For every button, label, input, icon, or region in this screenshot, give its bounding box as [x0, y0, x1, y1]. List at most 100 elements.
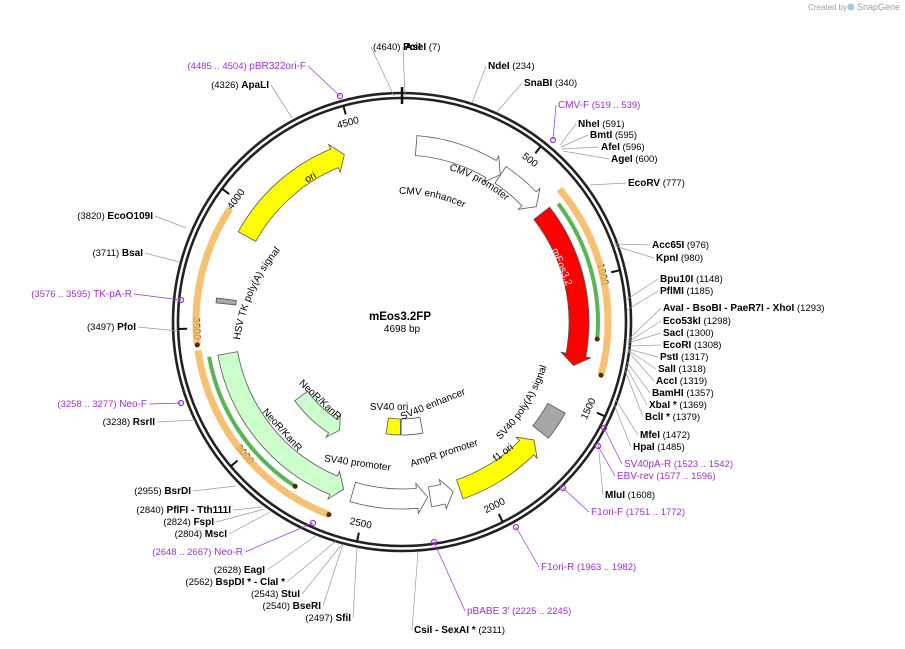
primer-pbabe-3[interactable]: pBABE 3' (2225 .. 2245) [467, 606, 571, 617]
primer-f1ori-f[interactable]: F1ori-F (1751 .. 1772) [591, 507, 685, 518]
primer-cmv-f[interactable]: CMV-F (519 .. 539) [558, 100, 640, 111]
primer-neo-r[interactable]: (2648 .. 2667) Neo-R [152, 547, 243, 558]
site-psti[interactable]: PstI (1317) [660, 352, 708, 363]
site-hpai[interactable]: HpaI (1485) [633, 442, 685, 453]
site-bcli[interactable]: BclI * (1379) [645, 412, 700, 423]
site-asei[interactable]: AseI (7) [405, 42, 440, 53]
site-stui[interactable]: (2543) StuI [251, 589, 300, 600]
primer-leader-line [603, 427, 623, 465]
primer-marker-icon [430, 538, 438, 546]
primer-tk-pa-r[interactable]: (3576 .. 3595) TK-pA-R [31, 289, 132, 300]
primer-f1ori-r[interactable]: F1ori-R (1963 .. 1982) [541, 562, 636, 573]
feature-neor-kanr[interactable] [294, 390, 341, 439]
site-bamhi[interactable]: BamHI (1357) [652, 388, 714, 399]
site-kpni[interactable]: KpnI (980) [656, 253, 703, 264]
site-label-part: PstI [660, 352, 679, 363]
feature-meos3-2[interactable] [533, 206, 592, 366]
feature-cmv-promoter[interactable] [494, 166, 541, 210]
site-bpu10i[interactable]: Bpu10I (1148) [660, 274, 723, 285]
primer-label-part: Neo-F [119, 399, 147, 410]
orf-arrow-icon [598, 372, 604, 378]
feature-ampr-promoter[interactable] [428, 478, 454, 511]
site-label-part: PflFI - Tth111I [167, 505, 232, 516]
site-label-part: BseRI [293, 601, 322, 612]
site-eco53ki[interactable]: Eco53kI (1298) [663, 316, 731, 327]
site-label-part: (4640) [373, 42, 403, 53]
site-ecoo109i[interactable]: (3820) EcoO109I [77, 211, 153, 222]
site-label-part: KpnI [656, 253, 678, 264]
primer-neo-f[interactable]: (3258 .. 3277) Neo-F [57, 399, 147, 410]
site-bspdi-clai[interactable]: (2562) BspDI * - ClaI * [185, 577, 285, 588]
leader-line [156, 419, 196, 423]
leader-line [232, 506, 263, 511]
feature-sv40-enhancer[interactable] [400, 416, 424, 436]
primer-pbr322ori-f[interactable]: (4485 .. 4504) pBR322ori-F [188, 61, 307, 72]
site-xbai[interactable]: XbaI * (1369) [649, 400, 707, 411]
feature-neor-kanr[interactable] [217, 351, 345, 501]
site-label-part: (1318) [676, 364, 706, 375]
site-bsai[interactable]: (3711) BsaI [92, 248, 143, 259]
credit-prefix: Created by [808, 3, 847, 12]
site-snabi[interactable]: SnaBI (340) [524, 78, 577, 89]
site-acci[interactable]: AccI (1319) [656, 376, 707, 387]
site-agei[interactable]: AgeI (600) [611, 154, 658, 165]
site-label-part: (2824) [163, 517, 193, 528]
feature-sv40-ori[interactable] [385, 417, 401, 436]
site-sali[interactable]: SalI (1318) [658, 364, 706, 375]
site-ecori[interactable]: EcoRI (1308) [663, 340, 721, 351]
site-label-part: (1319) [677, 376, 707, 387]
primer-label-part: (2648 .. 2667) [152, 547, 214, 558]
site-saci[interactable]: SacI (1300) [663, 328, 714, 339]
site-pcii[interactable]: (4640) PciI [373, 42, 421, 53]
site-label-part: (3238) [103, 417, 133, 428]
site-label-part: BclI * [645, 412, 670, 423]
primer-marker-icon [600, 424, 608, 432]
site-label-part: (1369) [677, 400, 707, 411]
site-nhei[interactable]: NheI (591) [578, 119, 625, 130]
leader-line [627, 344, 662, 347]
feature-sv40-promoter[interactable] [349, 481, 429, 515]
feature-hsv-tk-poly-a-signal[interactable] [215, 297, 237, 306]
leader-line [411, 551, 419, 631]
site-acc65i[interactable]: Acc65I (976) [652, 240, 709, 251]
site-pflfi-tth111i[interactable]: (2840) PflFI - Tth111I [136, 505, 231, 516]
site-bmti[interactable]: BmtI (595) [590, 130, 637, 141]
tick-label: 2500 [349, 516, 373, 531]
site-mfei[interactable]: MfeI (1472) [640, 430, 690, 441]
feature-ori[interactable] [237, 143, 345, 242]
feature-label-text: HSV TK poly(A) signal [232, 245, 283, 340]
site-pfoi[interactable]: (3497) PfoI [87, 322, 136, 333]
site-fspi[interactable]: (2824) FspI [163, 517, 214, 528]
site-rsrii[interactable]: (3238) RsrII [103, 417, 156, 428]
site-csii-sexai[interactable]: CsiI - SexAI * (2311) [414, 625, 505, 636]
site-mlui[interactable]: MluI (1608) [605, 490, 655, 501]
primer-leader-line [433, 541, 466, 612]
site-label-part: AgeI [611, 154, 633, 165]
site-afei[interactable]: AfeI (596) [601, 142, 645, 153]
feature-sv40-poly-a-signal[interactable] [532, 402, 566, 439]
site-apali[interactable]: (4326) ApaLI [211, 80, 269, 91]
leader-line [627, 320, 662, 343]
site-ecorv[interactable]: EcoRV (777) [628, 178, 685, 189]
site-avai-bsobi-paer7i-xhoi[interactable]: AvaI - BsoBI - PaeR7I - XhoI (1293) [663, 303, 824, 314]
site-bseri[interactable]: (2540) BseRI [263, 601, 322, 612]
site-ndei[interactable]: NdeI (234) [488, 61, 535, 72]
site-bsrdi[interactable]: (2955) BsrDI [134, 486, 191, 497]
primer-sv40pa-r[interactable]: SV40pA-R (1523 .. 1542) [624, 459, 733, 470]
site-eagi[interactable]: (2628) EagI [214, 565, 265, 576]
site-sfii[interactable]: (2497) SfiI [305, 613, 351, 624]
site-label-part: (2840) [136, 505, 166, 516]
site-msci[interactable]: (2804) MscI [175, 529, 228, 540]
primer-ebv-rev[interactable]: EBV-rev (1577 .. 1596) [617, 471, 715, 482]
orf-layer [192, 186, 612, 518]
site-pflmi[interactable]: PflMI (1185) [660, 286, 713, 297]
feature-label-hsv-tk-polya: HSV TK poly(A) signal [232, 245, 283, 340]
site-label-part: NdeI [488, 61, 510, 72]
primer-label-part: TK-pA-R [93, 289, 132, 300]
leader-line [613, 243, 651, 246]
site-label-part: (340) [552, 78, 577, 89]
feature-f1-ori[interactable] [456, 436, 538, 500]
primer-label-part: (1523 .. 1542) [671, 459, 733, 470]
site-label-part: (2540) [263, 601, 293, 612]
